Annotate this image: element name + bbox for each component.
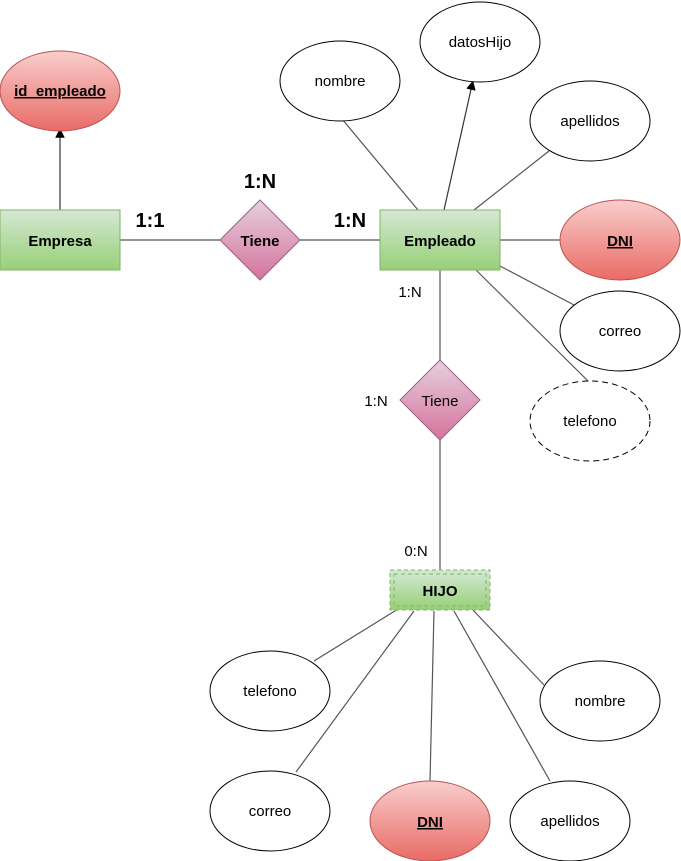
attribute-datoshijo-label: datosHijo — [449, 34, 512, 51]
attribute-datoshijo[interactable]: datosHijo — [419, 1, 541, 83]
attribute-hijo-apellidos-label: apellidos — [540, 813, 599, 830]
attribute-apellidos-label: apellidos — [560, 113, 619, 130]
cardinality-empleado-down: 1:N — [398, 284, 421, 301]
edge-empleado-correo — [499, 265, 575, 306]
entity-empresa[interactable]: Empresa — [0, 209, 121, 271]
attribute-nombre[interactable]: nombre — [279, 40, 401, 122]
cardinality-hijo-up: 0:N — [404, 543, 427, 560]
relationship-tiene-mid-label: Tiene — [422, 393, 459, 410]
attribute-hijo-apellidos[interactable]: apellidos — [509, 780, 631, 861]
attribute-correo-label: correo — [599, 323, 642, 340]
attribute-nombre-label: nombre — [315, 73, 366, 90]
attribute-correo[interactable]: correo — [559, 290, 681, 372]
cardinality-tiene-top: 1:N — [244, 171, 276, 193]
attribute-dni-empleado-label: DNI — [607, 233, 633, 250]
edge-hijo-dni — [429, 610, 435, 782]
attribute-hijo-dni[interactable]: DNI — [369, 780, 491, 861]
edge-empleado-nombre — [341, 118, 419, 211]
relationship-tiene-mid[interactable]: Tiene — [399, 359, 481, 441]
attribute-hijo-nombre[interactable]: nombre — [539, 660, 661, 742]
entity-hijo-label: HIJO — [422, 583, 457, 600]
edge-hijo-nombre — [471, 608, 545, 686]
cardinality-tiene-empleado: 1:N — [334, 210, 366, 232]
attribute-hijo-telefono-label: telefono — [243, 683, 296, 700]
attribute-hijo-correo-label: correo — [249, 803, 292, 820]
entity-hijo[interactable]: HIJO — [389, 569, 491, 611]
attribute-dni-empleado[interactable]: DNI — [559, 199, 681, 281]
attribute-telefono[interactable]: telefono — [529, 380, 651, 462]
entity-empleado-label: Empleado — [404, 233, 476, 250]
edge-hijo-correo — [295, 610, 415, 773]
edges — [55, 80, 589, 782]
attribute-hijo-correo[interactable]: correo — [209, 770, 331, 852]
attribute-apellidos[interactable]: apellidos — [529, 80, 651, 162]
attribute-id-empleado[interactable]: id_empleado — [0, 50, 121, 132]
edge-hijo-telefono — [313, 608, 399, 662]
edge-empleado-apellidos — [473, 150, 550, 211]
attribute-hijo-dni-label: DNI — [417, 814, 443, 831]
relationship-tiene-top[interactable]: Tiene — [219, 199, 301, 281]
cardinality-tiene-mid-left: 1:N — [364, 393, 387, 410]
attribute-telefono-label: telefono — [563, 413, 616, 430]
attribute-hijo-telefono[interactable]: telefono — [209, 650, 331, 732]
entity-empresa-label: Empresa — [28, 233, 92, 250]
attribute-id-empleado-label: id_empleado — [14, 83, 106, 100]
edge-empleado-telefono — [475, 269, 589, 382]
entity-empleado[interactable]: Empleado — [379, 209, 501, 271]
relationship-tiene-top-label: Tiene — [241, 233, 280, 250]
edge-hijo-apellidos — [453, 610, 551, 782]
edge-empleado-datoshijo — [443, 80, 476, 211]
attribute-hijo-nombre-label: nombre — [575, 693, 626, 710]
cardinality-empresa-tiene: 1:1 — [136, 210, 165, 232]
